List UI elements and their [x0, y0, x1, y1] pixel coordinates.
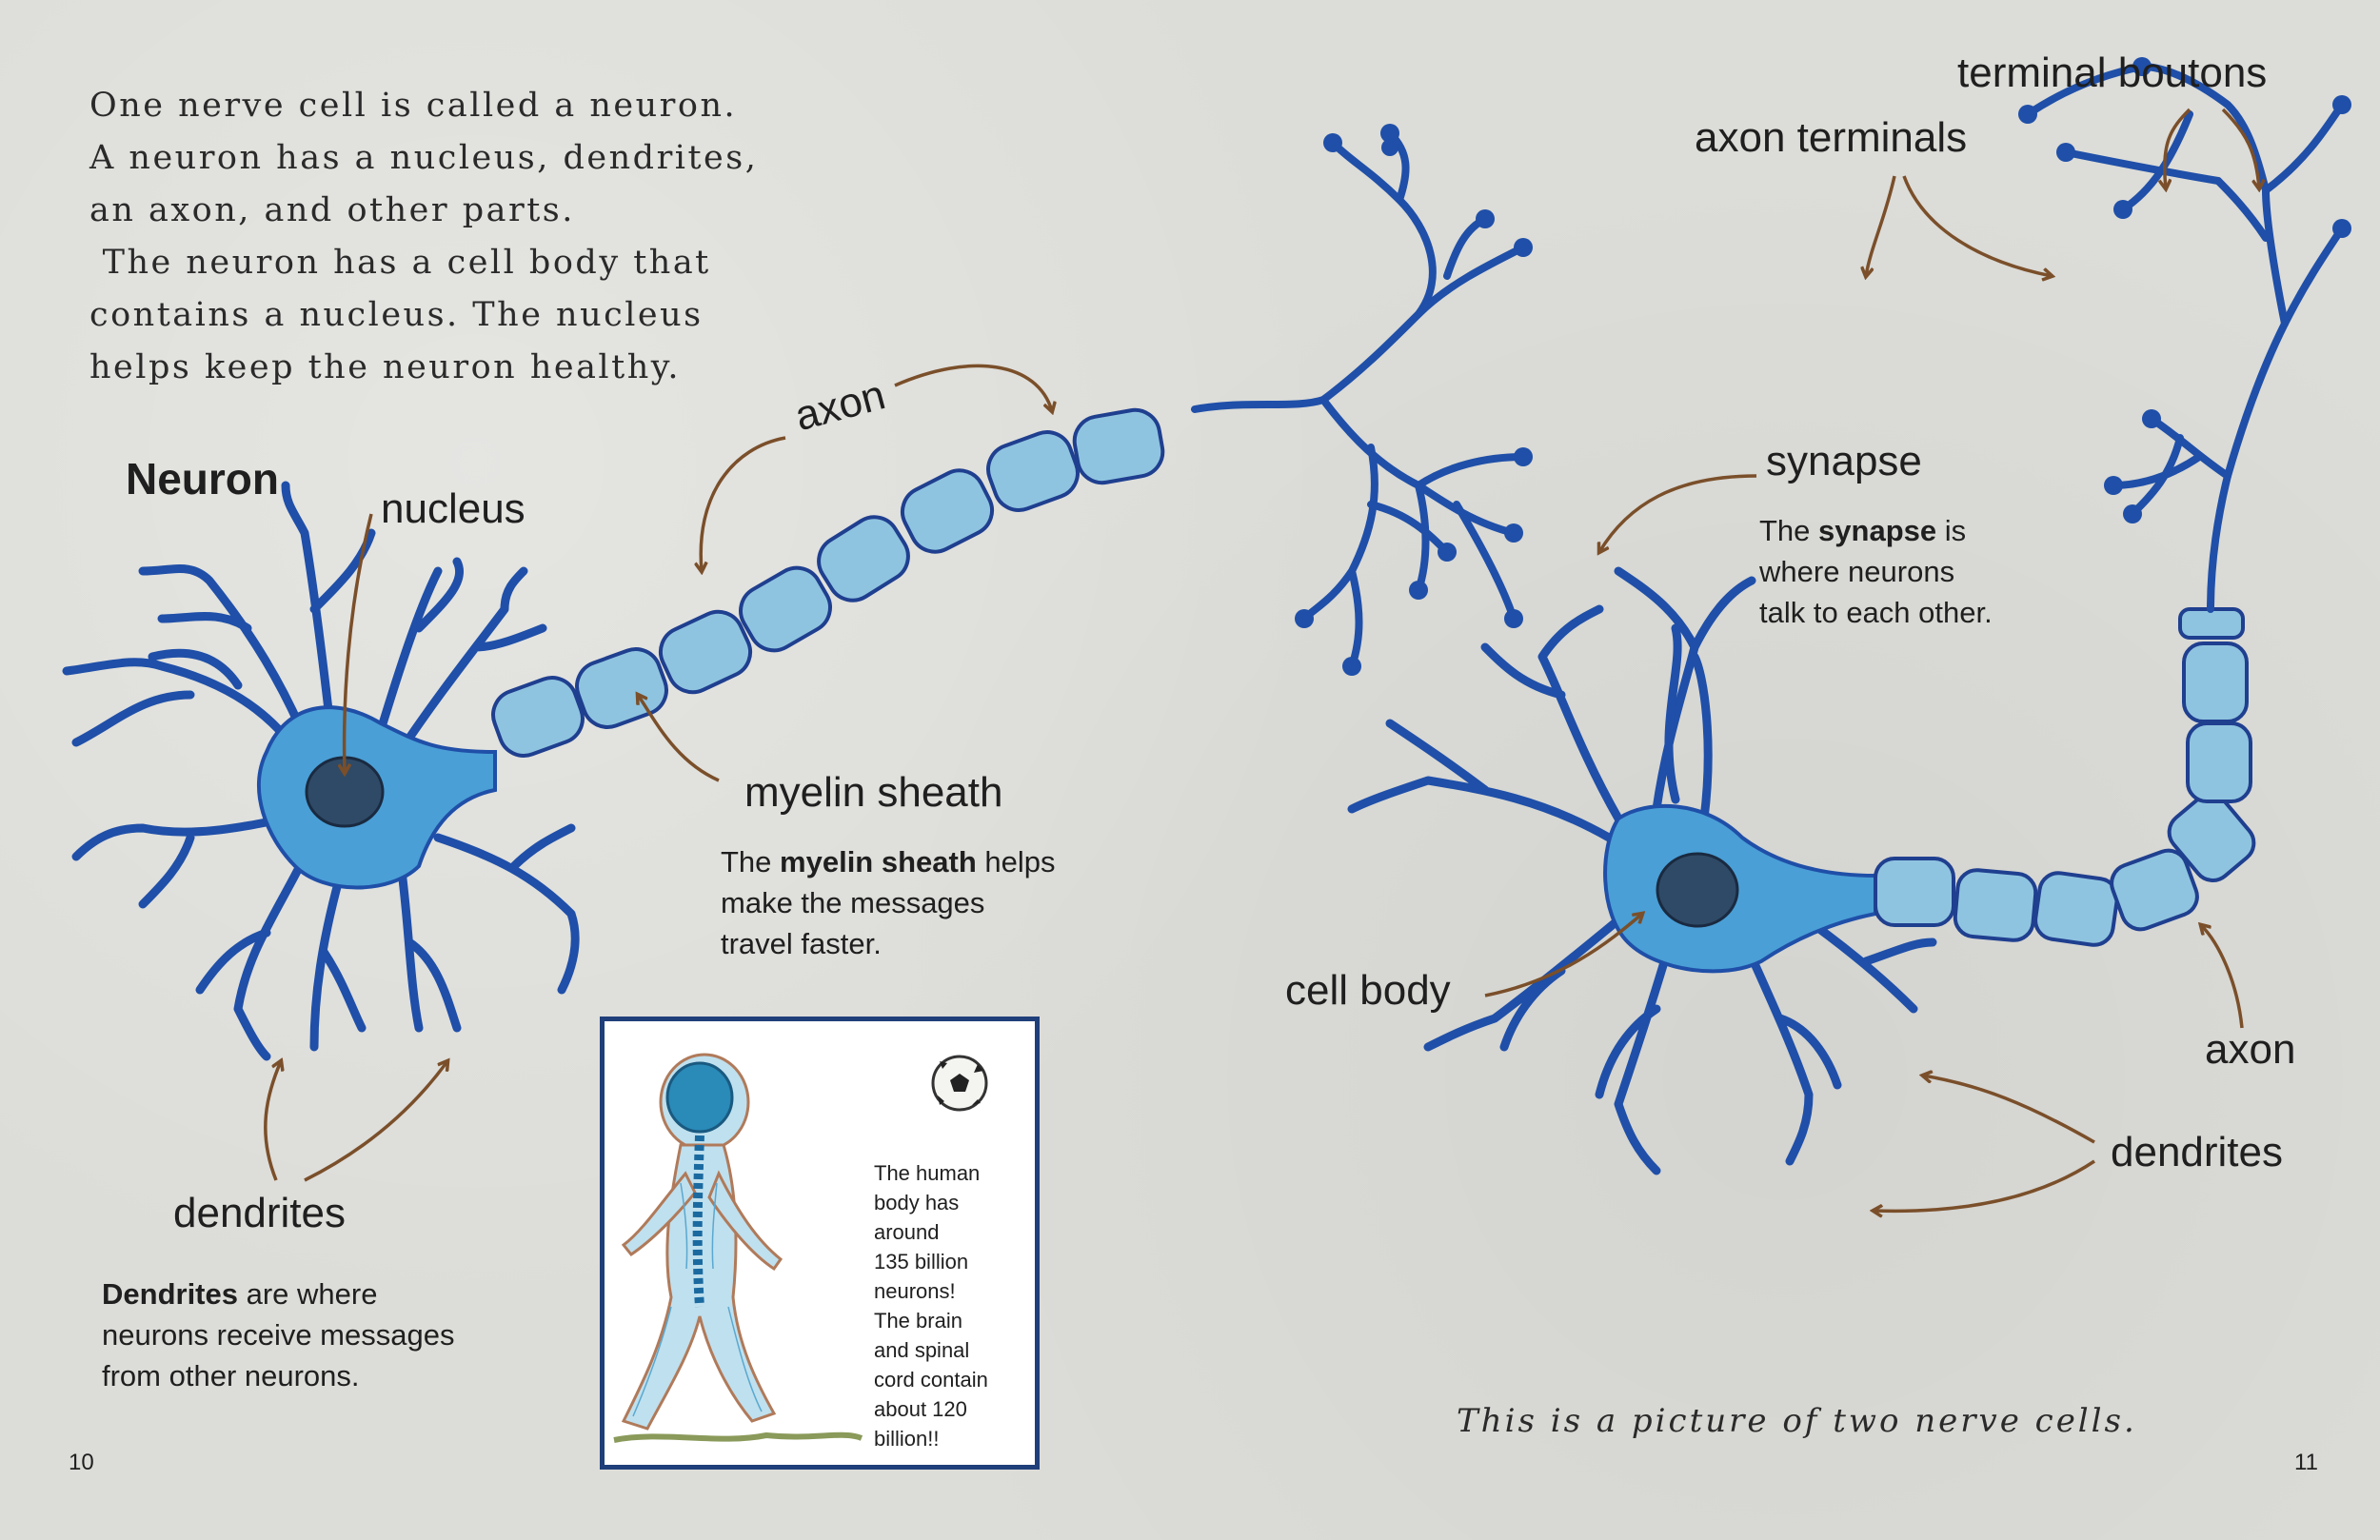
fact-box: The human body has around 135 billion ne… [600, 1017, 1040, 1470]
arrow-axon-bottom [2201, 925, 2242, 1028]
arrow-dendrites-r1 [1923, 1076, 2094, 1142]
left-myelin-sheath [486, 406, 1167, 763]
label-nucleus: nucleus [381, 485, 526, 533]
figure-caption: This is a picture of two nerve cells. [1457, 1402, 2137, 1440]
label-dendrites-left: dendrites [173, 1190, 346, 1237]
arrow-axon-terminals-b [1904, 176, 2052, 276]
middle-axon-terminals [1195, 133, 1523, 666]
arrow-dendrites-a [266, 1061, 281, 1180]
right-myelin-sheath [1875, 609, 2262, 947]
intro-line: an axon, and other parts. [89, 185, 756, 237]
diagram-title: Neuron [126, 453, 279, 504]
dendrites-note: Dendrites are where neurons receive mess… [102, 1273, 454, 1396]
synapse-note: The synapse is where neurons talk to eac… [1759, 510, 1993, 633]
intro-line: A neuron has a nucleus, dendrites, [89, 132, 756, 185]
intro-line: contains a nucleus. The nucleus [89, 289, 756, 342]
right-cell-body [1605, 806, 1875, 972]
label-terminal-boutons: terminal boutons [1957, 49, 2267, 97]
label-myelin-sheath: myelin sheath [744, 769, 1002, 817]
label-synapse: synapse [1766, 438, 1922, 485]
arrow-synapse [1599, 476, 1756, 552]
right-nucleus [1657, 854, 1737, 926]
intro-line: helps keep the neuron healthy. [89, 342, 756, 394]
page-number-right: 11 [2294, 1450, 2318, 1476]
arrow-dendrites-b [305, 1061, 447, 1180]
intro-line: The neuron has a cell body that [89, 237, 756, 289]
label-axon-terminals: axon terminals [1695, 114, 1967, 162]
dendrites-note-bold: Dendrites [102, 1277, 238, 1311]
arrow-axon-left [701, 438, 785, 571]
synapse-note-bold: synapse [1818, 514, 1936, 547]
label-axon-right: axon [2205, 1026, 2295, 1074]
intro-line: One nerve cell is called a neuron. [89, 80, 756, 132]
arrow-axon-terminals-a [1866, 176, 1894, 276]
arrow-axon-right [895, 365, 1052, 411]
soccer-ball-icon [933, 1056, 986, 1110]
intro-text: One nerve cell is called a neuron. A neu… [89, 80, 756, 394]
fact-box-text: The human body has around 135 billion ne… [874, 1158, 1036, 1453]
right-axon-terminals [2028, 67, 2342, 609]
label-dendrites-right: dendrites [2111, 1129, 2283, 1176]
label-cell-body: cell body [1285, 967, 1451, 1015]
page-number-left: 10 [69, 1450, 94, 1476]
arrow-dendrites-r2 [1874, 1161, 2094, 1211]
myelin-note-bold: myelin sheath [780, 845, 977, 879]
myelin-note: The myelin sheath helps make the message… [721, 841, 1056, 964]
